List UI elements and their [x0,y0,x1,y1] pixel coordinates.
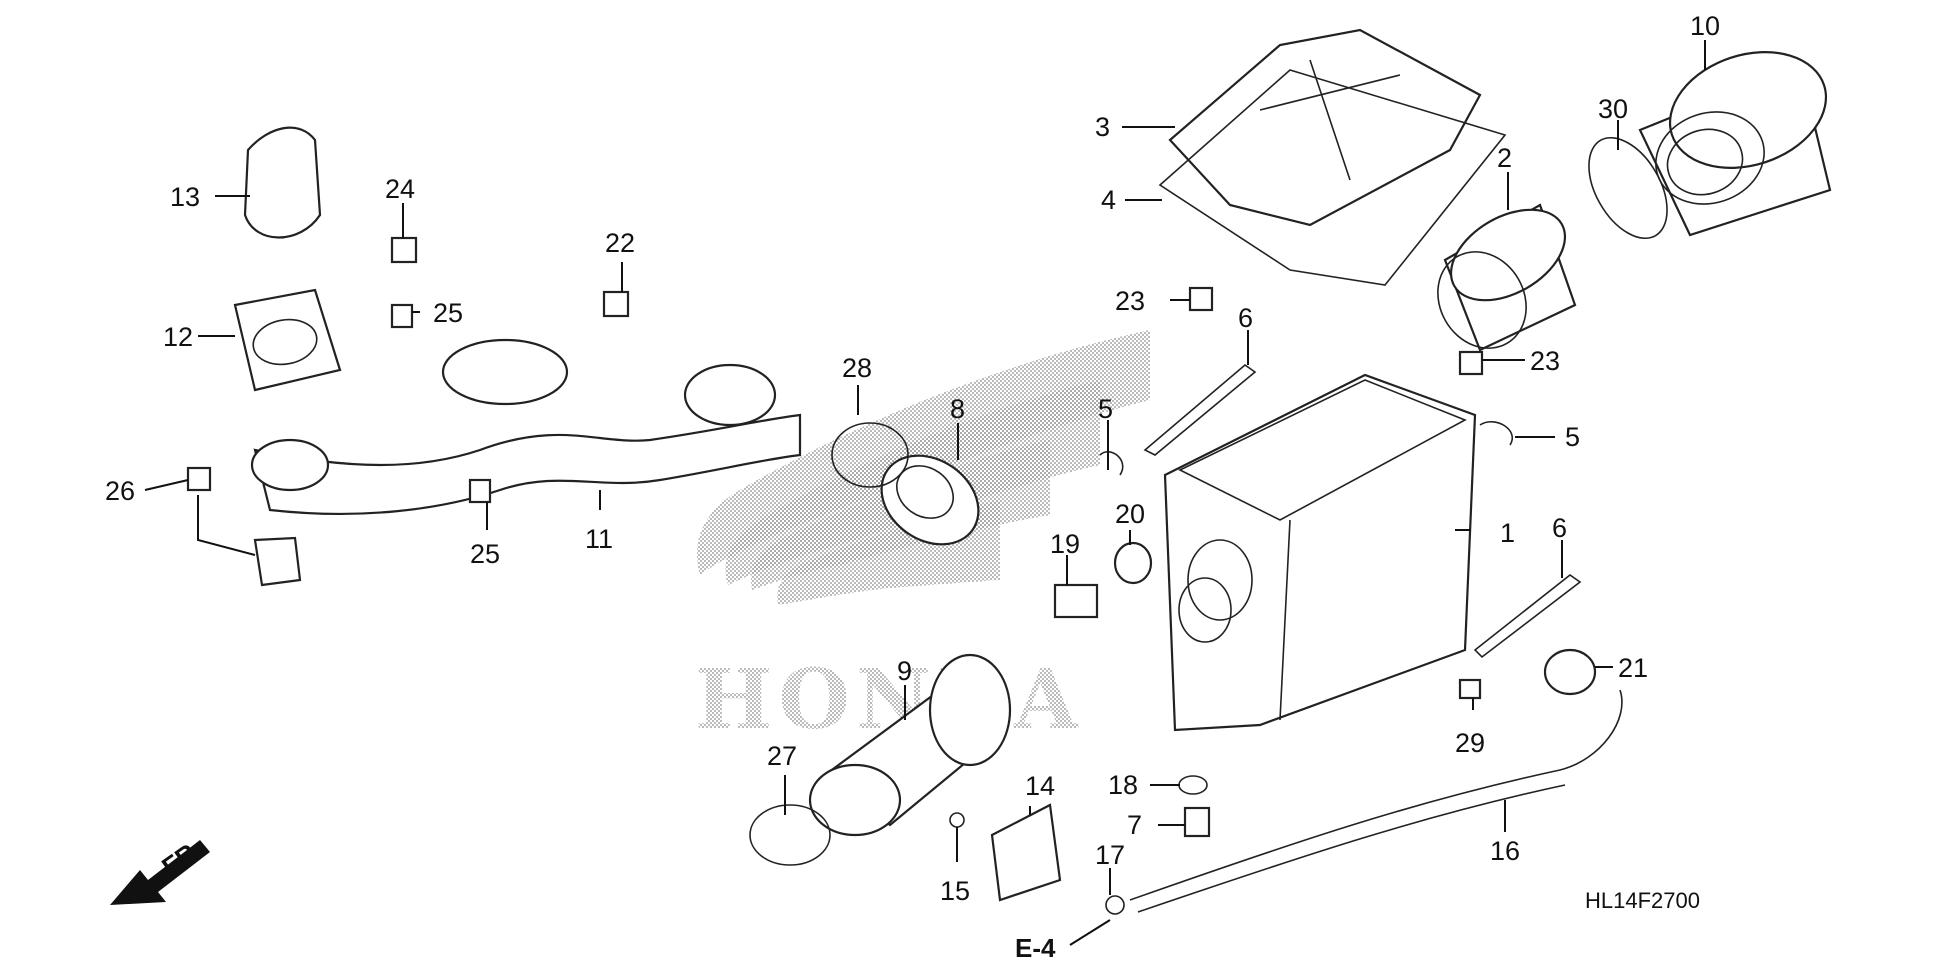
callout-29: 29 [1455,728,1485,758]
part-bolt-23-right [1458,350,1484,376]
callout-7: 7 [1127,810,1142,840]
callout-5-left: 5 [1098,394,1113,424]
part-bolt-24 [390,236,418,264]
part-bolt-26 [186,466,212,492]
part-intake-joint [808,653,1012,837]
callout-19: 19 [1050,529,1080,559]
part-intake-duct [250,338,802,516]
callout-22: 22 [605,228,635,258]
part-clip-nut-25-upper [390,303,414,329]
part-duct-seal [233,288,342,392]
part-connecting-tube [880,454,980,546]
callout-2: 2 [1497,143,1512,173]
callout-10: 10 [1690,11,1720,41]
part-clamp-28 [831,422,909,488]
callout-24: 24 [385,174,415,204]
callout-5-right: 5 [1565,422,1580,452]
callout-18: 18 [1108,770,1138,800]
callout-28: 28 [842,353,872,383]
part-band-clamp [1588,136,1668,240]
part-plug-7 [1183,806,1211,838]
callout-14: 14 [1025,771,1055,801]
callout-1: 1 [1500,518,1515,548]
part-duct-cap [243,126,322,239]
callout-labels: 1 2 3 4 5 5 6 6 7 8 9 10 11 12 13 14 15 … [105,11,1720,906]
part-bolt-23-left [1188,286,1214,312]
callout-15: 15 [940,876,970,906]
part-air-cleaner-case [1163,373,1477,732]
callout-23-left: 23 [1115,286,1145,316]
callout-20: 20 [1115,499,1145,529]
part-clip-nut-25-lower [468,478,492,504]
part-strap-lower [1473,574,1582,659]
callout-6-lower: 6 [1552,513,1567,543]
callout-13: 13 [170,182,200,212]
part-band-27 [749,804,831,866]
part-clip-17 [1105,895,1125,915]
callout-3: 3 [1095,112,1110,142]
callout-17: 17 [1095,840,1125,870]
callout-23-right: 23 [1530,346,1560,376]
callout-9: 9 [897,656,912,686]
callout-26: 26 [105,476,135,506]
part-grommet-21 [1543,648,1597,696]
part-clip-5-left [1099,451,1124,476]
leader-lines [144,40,1706,946]
callout-30: 30 [1598,94,1628,124]
part-housing-cover [1168,28,1482,227]
part-clip-nut-29 [1458,678,1482,700]
callout-12: 12 [163,322,193,352]
part-bolt-22 [602,290,630,318]
part-bracket [253,536,302,587]
part-grommet-20 [1113,541,1153,585]
part-clip-15 [949,812,965,828]
callout-27: 27 [767,741,797,771]
part-outer-filter-cover [1638,51,1832,237]
callout-8: 8 [950,394,965,424]
callout-4: 4 [1101,185,1116,215]
part-strap-upper [1143,363,1257,456]
callout-25-upper: 25 [433,298,463,328]
front-direction-arrow: FR. [110,833,210,905]
part-clip-5-right [1479,420,1513,446]
callout-21: 21 [1618,653,1648,683]
part-sensor-19 [1053,583,1099,619]
part-drain-cap [990,803,1062,902]
reference-label: E-4 [1015,933,1056,962]
callout-6-upper: 6 [1238,303,1253,333]
part-drain-tube [1129,689,1623,901]
callout-16: 16 [1490,836,1520,866]
part-air-filter-element [1437,203,1577,352]
callout-25-lower: 25 [470,539,500,569]
part-clip-18 [1178,775,1208,795]
diagram-code: HL14F2700 [1585,888,1700,913]
callout-11: 11 [585,524,613,554]
part-cover-gasket [1158,69,1507,286]
